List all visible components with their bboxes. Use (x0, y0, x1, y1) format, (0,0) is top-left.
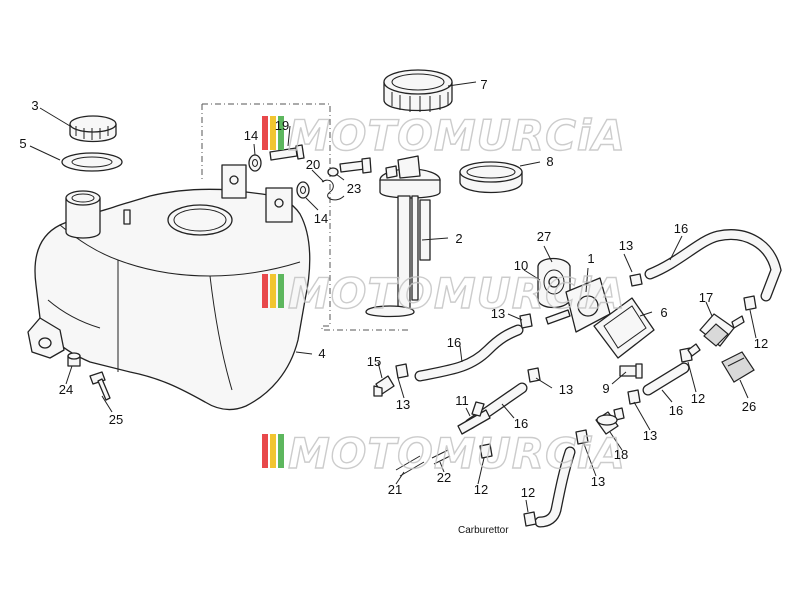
callout-6: 6 (660, 305, 667, 320)
callout-16-right: 16 (669, 403, 683, 418)
pipe-21 (395, 455, 425, 477)
inline-filter-18 (595, 411, 619, 435)
callout-12-mid: 12 (691, 391, 705, 406)
watermark-brand: MOTOMURCiA (288, 269, 626, 318)
cover-plate-6 (593, 297, 655, 359)
wm-stripe-yellow (270, 274, 276, 308)
callout-10: 10 (514, 258, 528, 273)
bolt-23 (339, 157, 372, 174)
pipe-22 (431, 449, 451, 465)
callout-22: 22 (437, 470, 451, 485)
callout-8: 8 (546, 154, 553, 169)
callout-1: 1 (587, 251, 594, 266)
callout-21: 21 (388, 482, 402, 497)
fuel-pump-sender (365, 155, 441, 318)
wm-stripe-yellow (270, 116, 276, 150)
callout-13-f: 13 (591, 474, 605, 489)
callout-26: 26 (742, 399, 756, 414)
wm-stripe-yellow (270, 434, 276, 468)
watermark-middle: MOTOMURCiA (262, 268, 626, 319)
callout-16-top: 16 (674, 221, 688, 236)
callout-13-e: 13 (643, 428, 657, 443)
callout-13-b: 13 (491, 306, 505, 321)
wm-stripe-red (262, 274, 268, 308)
callout-15: 15 (367, 354, 381, 369)
wm-stripe-green (278, 274, 284, 308)
callout-11: 11 (455, 393, 469, 408)
callout-3: 3 (31, 98, 38, 113)
watermark-bottom: MOTOMURCiA (262, 428, 626, 479)
callout-14-bottom: 14 (314, 211, 328, 226)
watermark-brand: MOTOMURCiA (288, 429, 626, 478)
lock-ring (383, 69, 453, 112)
wm-stripe-red (262, 116, 268, 150)
wm-stripe-green (278, 116, 284, 150)
elbow-fitting-15 (373, 375, 395, 397)
callout-5: 5 (19, 136, 26, 151)
hose-16-left (414, 324, 524, 382)
hose-16-top (644, 229, 782, 302)
hose-16-right (642, 362, 690, 396)
callout-7: 7 (480, 77, 487, 92)
callout-20: 20 (306, 157, 320, 172)
callout-25: 25 (109, 412, 123, 427)
t-fitting-11 (457, 401, 491, 435)
cap-gasket (61, 152, 123, 172)
callout-27: 27 (537, 229, 551, 244)
washer-24 (67, 352, 81, 367)
callout-13-c: 13 (559, 382, 573, 397)
rubber-boot-26 (721, 351, 755, 383)
screw-19 (269, 144, 305, 161)
leader-lines (29, 81, 757, 513)
fuel-filter-17 (687, 313, 745, 357)
screw-9 (619, 363, 643, 379)
watermark-top: MOTOMURCiA (262, 110, 626, 161)
callout-16-left: 16 (447, 335, 461, 350)
callout-12-carb: 12 (521, 485, 535, 500)
callout-23: 23 (347, 181, 361, 196)
callout-18: 18 (614, 447, 628, 462)
rubber-grommet-14a (248, 154, 262, 172)
callout-16-mid: 16 (514, 416, 528, 431)
washer-23 (327, 167, 339, 177)
callout-17: 17 (699, 290, 713, 305)
rubber-grommet-14b (296, 181, 310, 199)
callout-14-top: 14 (244, 128, 258, 143)
pump-seal-ring (459, 161, 523, 194)
callout-4: 4 (318, 346, 325, 361)
pump-flange-27 (537, 257, 571, 309)
watermark-brand: MOTOMURCiA (288, 111, 626, 160)
wm-stripe-green (278, 434, 284, 468)
callout-labels: 3 5 7 8 14 19 20 23 14 2 4 27 1 10 13 16… (19, 77, 768, 536)
filler-cap (69, 115, 117, 143)
callout-24: 24 (59, 382, 73, 397)
callout-9: 9 (602, 381, 609, 396)
callout-19: 19 (275, 118, 289, 133)
fuel-valve-1 (545, 277, 611, 333)
assembly-boundary (202, 103, 410, 331)
fuel-tank (27, 164, 311, 411)
callout-13-a: 13 (619, 238, 633, 253)
bolt-25 (89, 371, 111, 401)
callout-2: 2 (455, 231, 462, 246)
callout-13-d: 13 (396, 397, 410, 412)
hose-carb (534, 446, 576, 528)
spring-clip-20 (321, 179, 345, 201)
wm-stripe-red (262, 434, 268, 468)
carburettor-label: Carburettor (458, 525, 509, 536)
callout-12-right: 12 (754, 336, 768, 351)
callout-12-bottom: 12 (474, 482, 488, 497)
